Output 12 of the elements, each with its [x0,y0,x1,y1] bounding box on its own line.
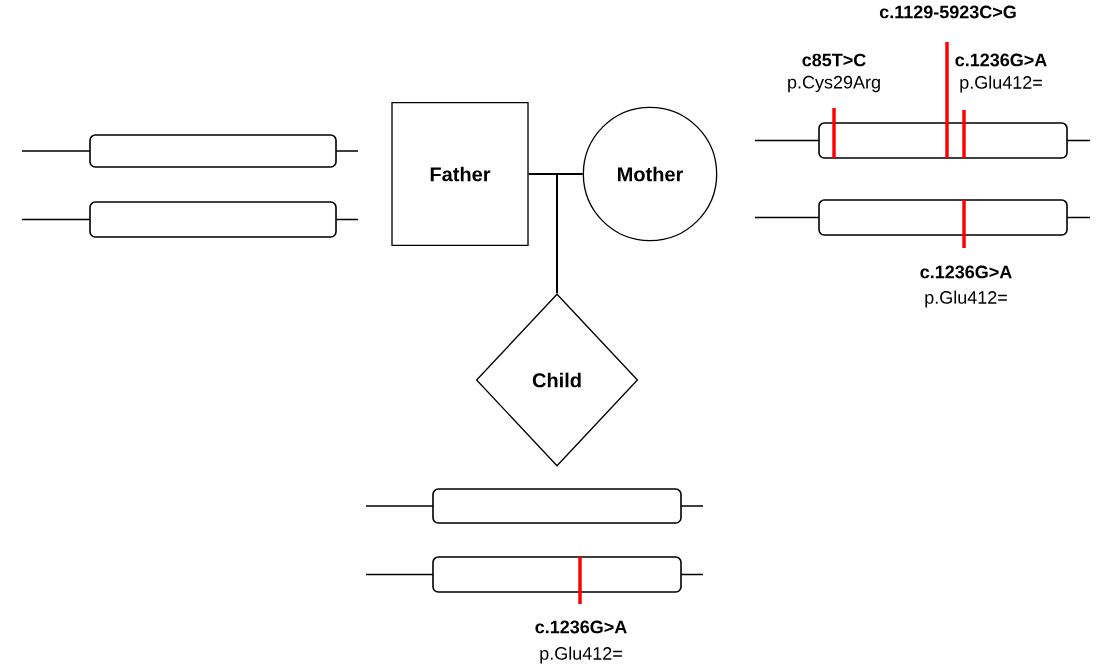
variant-name: c.1236G>A [955,53,1047,67]
pedigree-line [556,173,558,295]
pedigree-line [527,173,584,175]
variant-name: c.1129-5923C>G [879,5,1016,19]
protein-change: p.Glu412= [540,646,622,664]
variant-name: c85T>C [802,53,866,67]
protein-change: p.Cys29Arg [788,75,880,93]
protein-change: p.Glu412= [960,75,1042,93]
variant-name: c.1236G>A [535,620,627,634]
protein-change: p.Glu412= [925,290,1007,308]
variant-name: c.1236G>A [920,265,1012,279]
pedigree-square: Father [391,102,529,246]
